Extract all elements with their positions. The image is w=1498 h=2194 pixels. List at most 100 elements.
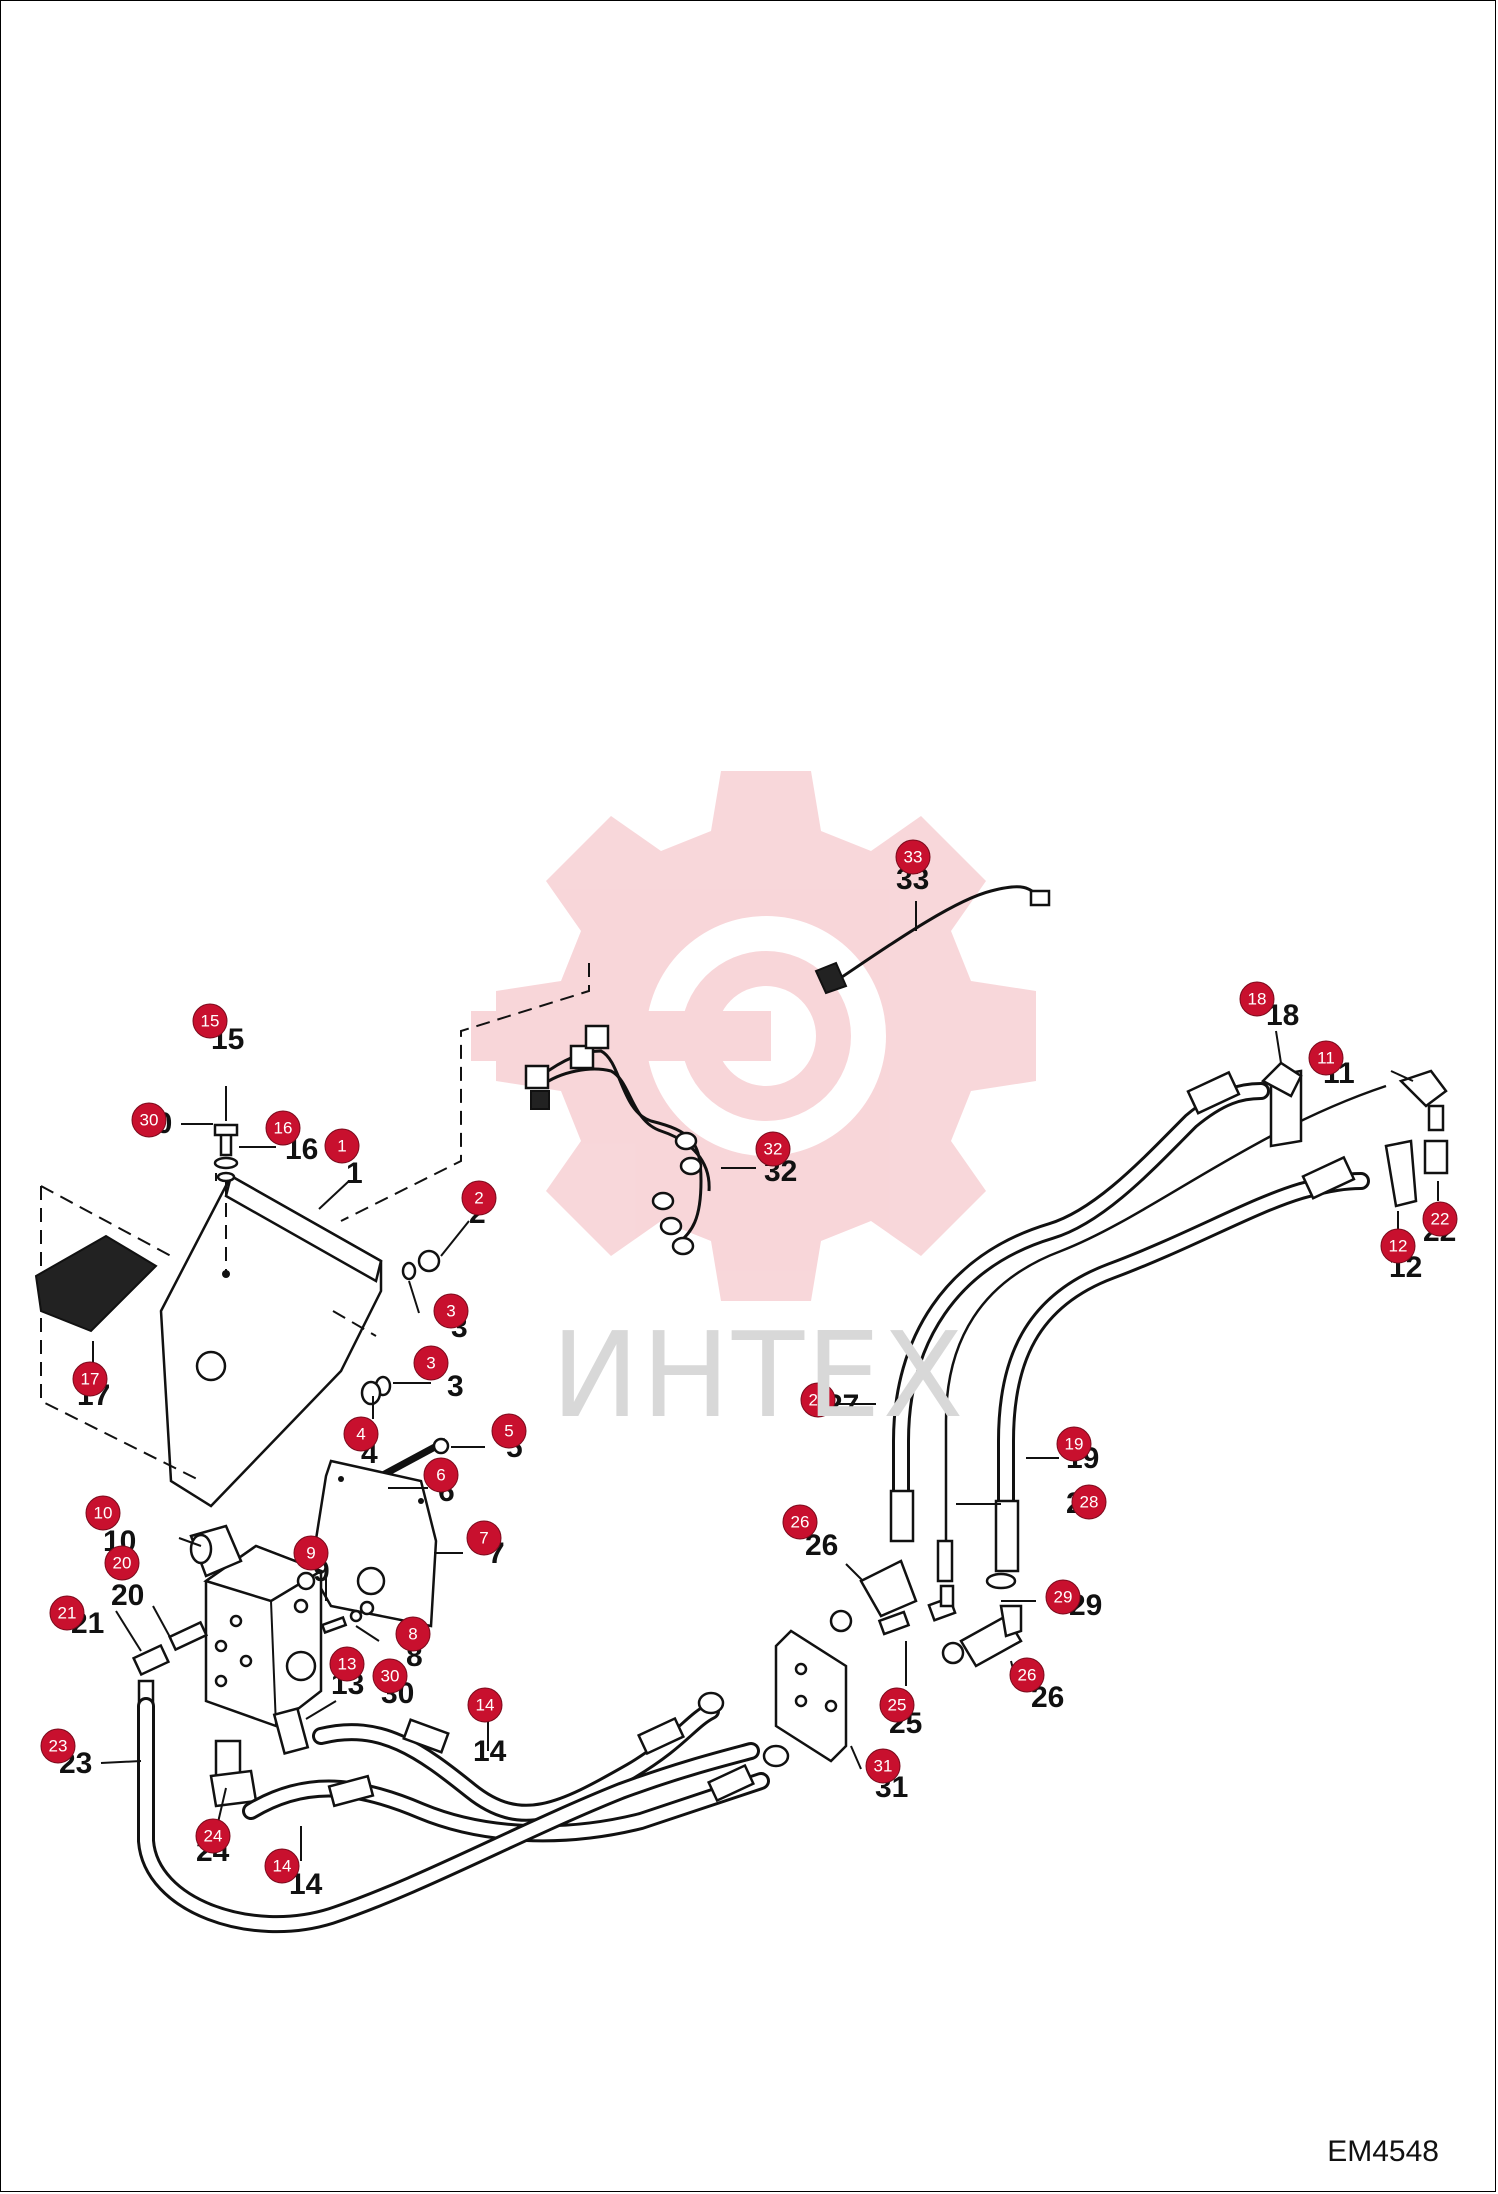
callout-15: 15 (192, 1003, 228, 1039)
callout-27: 27 (800, 1382, 836, 1418)
watermark-gear-icon (471, 771, 1036, 1301)
mounting-plate (309, 1459, 438, 1628)
svg-text:27: 27 (809, 1391, 828, 1410)
sensor-cable (814, 885, 1051, 995)
svg-text:24: 24 (204, 1827, 223, 1846)
callout-13: 13 (329, 1646, 365, 1682)
svg-text:1: 1 (337, 1137, 346, 1156)
callout-33: 33 (895, 839, 931, 875)
valve-fitting (189, 1524, 243, 1578)
callout-24: 24 (195, 1818, 231, 1854)
svg-text:7: 7 (479, 1529, 488, 1548)
svg-text:15: 15 (201, 1012, 220, 1031)
callout-8: 8 (395, 1616, 431, 1652)
callout-22: 22 (1422, 1201, 1458, 1237)
callout-25: 25 (879, 1687, 915, 1723)
valve-block (203, 1544, 324, 1728)
svg-text:30: 30 (381, 1667, 400, 1686)
callout-14b: 14 (264, 1848, 300, 1884)
svg-text:28: 28 (1080, 1493, 1099, 1512)
svg-text:14: 14 (273, 1857, 292, 1876)
watermark-text: ИНТЕХ (551, 1306, 966, 1444)
long-hoses (889, 1070, 1387, 1583)
svg-text:12: 12 (1389, 1237, 1408, 1256)
svg-text:26: 26 (1018, 1666, 1037, 1685)
callout-28: 28 (1071, 1484, 1107, 1520)
callout-4: 4 (343, 1416, 379, 1452)
svg-text:22: 22 (1431, 1210, 1450, 1229)
wiring-harness (524, 1024, 711, 1256)
callout-23: 23 (40, 1728, 76, 1764)
svg-text:26: 26 (791, 1513, 810, 1532)
callout-29: 29 (1045, 1579, 1081, 1615)
svg-text:32: 32 (764, 1140, 783, 1159)
svg-text:3: 3 (446, 1302, 455, 1321)
svg-text:25: 25 (888, 1696, 907, 1715)
label-20: 20 (111, 1579, 144, 1612)
callout-11: 11 (1308, 1040, 1344, 1076)
callout-21: 21 (49, 1595, 85, 1631)
tank-fittings (360, 1249, 450, 1487)
valve-seal-parts (320, 1600, 375, 1635)
callout-26a: 26 (782, 1504, 818, 1540)
svg-text:31: 31 (874, 1757, 893, 1776)
svg-text:30: 30 (140, 1111, 159, 1130)
svg-text:23: 23 (49, 1737, 68, 1756)
svg-text:17: 17 (81, 1370, 100, 1389)
callout-31: 31 (865, 1748, 901, 1784)
svg-text:21: 21 (58, 1604, 77, 1623)
svg-text:29: 29 (1054, 1588, 1073, 1607)
label-14a: 14 (473, 1735, 507, 1768)
callout-10: 10 (85, 1495, 121, 1531)
valve-lower-fittings (209, 1707, 310, 1808)
callout-bubbles: 1 2 3 3 4 5 6 7 8 9 10 11 12 13 14 14 15… (40, 839, 1458, 1884)
label-1: 1 (346, 1157, 363, 1190)
svg-text:4: 4 (356, 1425, 365, 1444)
callout-32: 32 (755, 1131, 791, 1167)
svg-text:9: 9 (306, 1544, 315, 1563)
callout-19: 19 (1056, 1426, 1092, 1462)
svg-text:19: 19 (1065, 1435, 1084, 1454)
svg-text:13: 13 (338, 1655, 357, 1674)
drawing-id: EM4548 (1327, 2135, 1439, 2168)
callout-30a: 30 (131, 1102, 167, 1138)
callout-7: 7 (466, 1520, 502, 1556)
callout-2: 2 (461, 1180, 497, 1216)
callout-26b: 26 (1009, 1657, 1045, 1693)
bulkhead-fittings (829, 1559, 1023, 1668)
svg-text:8: 8 (408, 1625, 417, 1644)
assembly-dashed-lines (40, 963, 590, 1482)
svg-text:5: 5 (504, 1422, 513, 1441)
label-3b: 3 (447, 1370, 464, 1403)
callout-18: 18 (1239, 981, 1275, 1017)
callout-5: 5 (491, 1413, 527, 1449)
callout-16: 16 (265, 1110, 301, 1146)
svg-text:33: 33 (904, 848, 923, 867)
tank-cap-bolt (213, 1123, 239, 1183)
callout-9: 9 (293, 1535, 329, 1571)
callout-1: 1 (324, 1128, 360, 1164)
callout-20: 20 (104, 1545, 140, 1581)
svg-text:18: 18 (1248, 990, 1267, 1009)
hose-23 (137, 1697, 760, 1933)
svg-text:2: 2 (474, 1189, 483, 1208)
svg-text:10: 10 (94, 1504, 113, 1523)
hydraulic-tank (159, 1174, 383, 1508)
callout-14a: 14 (467, 1687, 503, 1723)
controller-module (34, 1234, 158, 1333)
callout-30b: 30 (372, 1658, 408, 1694)
callout-17: 17 (72, 1361, 108, 1397)
callout-12: 12 (1380, 1228, 1416, 1264)
callout-6: 6 (423, 1457, 459, 1493)
svg-text:6: 6 (436, 1466, 445, 1485)
svg-text:3: 3 (426, 1354, 435, 1373)
callout-3a: 3 (433, 1293, 469, 1329)
svg-text:11: 11 (1317, 1049, 1335, 1068)
bulkhead-plate (774, 1629, 848, 1763)
svg-text:16: 16 (274, 1119, 293, 1138)
svg-text:20: 20 (113, 1554, 132, 1573)
callout-3b: 3 (413, 1345, 449, 1381)
svg-text:14: 14 (476, 1696, 495, 1715)
